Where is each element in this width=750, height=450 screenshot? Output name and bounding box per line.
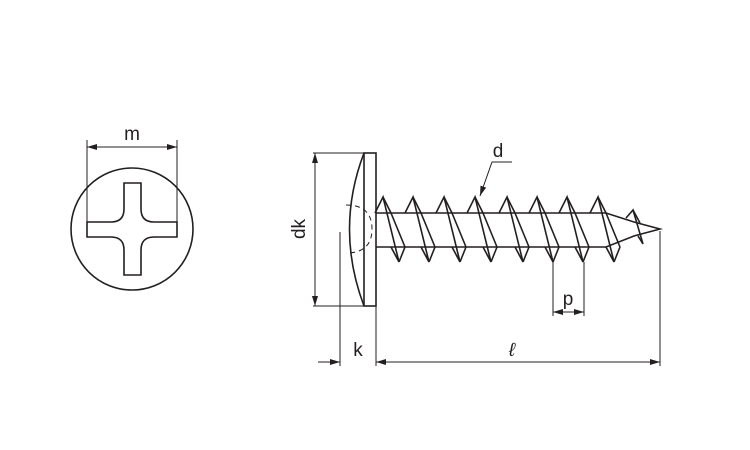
head-circle — [70, 167, 194, 291]
thread-line — [412, 196, 422, 214]
thread-line — [398, 246, 406, 263]
thread-line — [528, 194, 554, 263]
thread-line — [506, 196, 516, 214]
thread-line — [451, 212, 467, 248]
head-dome — [348, 152, 365, 307]
thread-line — [474, 196, 484, 214]
head-top-view: m — [70, 124, 194, 291]
thread-line — [558, 194, 584, 263]
thread-line — [514, 212, 530, 248]
thread-line — [404, 194, 430, 263]
thread-line — [589, 194, 615, 263]
thread-line — [490, 246, 498, 263]
thread-line — [382, 196, 392, 214]
thread-line — [632, 209, 641, 224]
thread-line — [522, 246, 530, 263]
thread-line — [428, 246, 436, 263]
thread-line — [482, 212, 498, 248]
thread-line — [613, 246, 621, 263]
thread-line — [574, 212, 590, 248]
thread-line — [374, 194, 400, 263]
thread-line — [625, 208, 644, 245]
thread-line — [566, 196, 576, 214]
d-leader — [479, 161, 512, 197]
thread-line — [552, 246, 560, 263]
thread-line — [420, 212, 436, 248]
thread-line — [459, 246, 467, 263]
label-dk: dk — [289, 218, 310, 239]
thread-line — [466, 194, 492, 263]
label-d: d — [493, 141, 504, 162]
thread-line — [498, 194, 524, 263]
thread-line — [582, 246, 590, 263]
thread-line — [544, 212, 560, 248]
label-l: ℓ — [508, 340, 516, 361]
thread-line — [435, 194, 461, 263]
thread-line — [390, 212, 406, 248]
recess-hidden-line — [345, 204, 373, 254]
label-p: p — [563, 289, 574, 310]
label-k: k — [353, 340, 363, 361]
phillips-recess — [86, 182, 178, 276]
label-m: m — [124, 124, 140, 145]
screw-side-view: dk d p k ℓ — [289, 141, 664, 366]
thread-line — [597, 196, 607, 214]
thread-line — [443, 196, 453, 214]
thread-line — [605, 212, 621, 248]
thread — [374, 194, 664, 263]
head-flange — [363, 152, 377, 307]
thread-line — [536, 196, 546, 214]
